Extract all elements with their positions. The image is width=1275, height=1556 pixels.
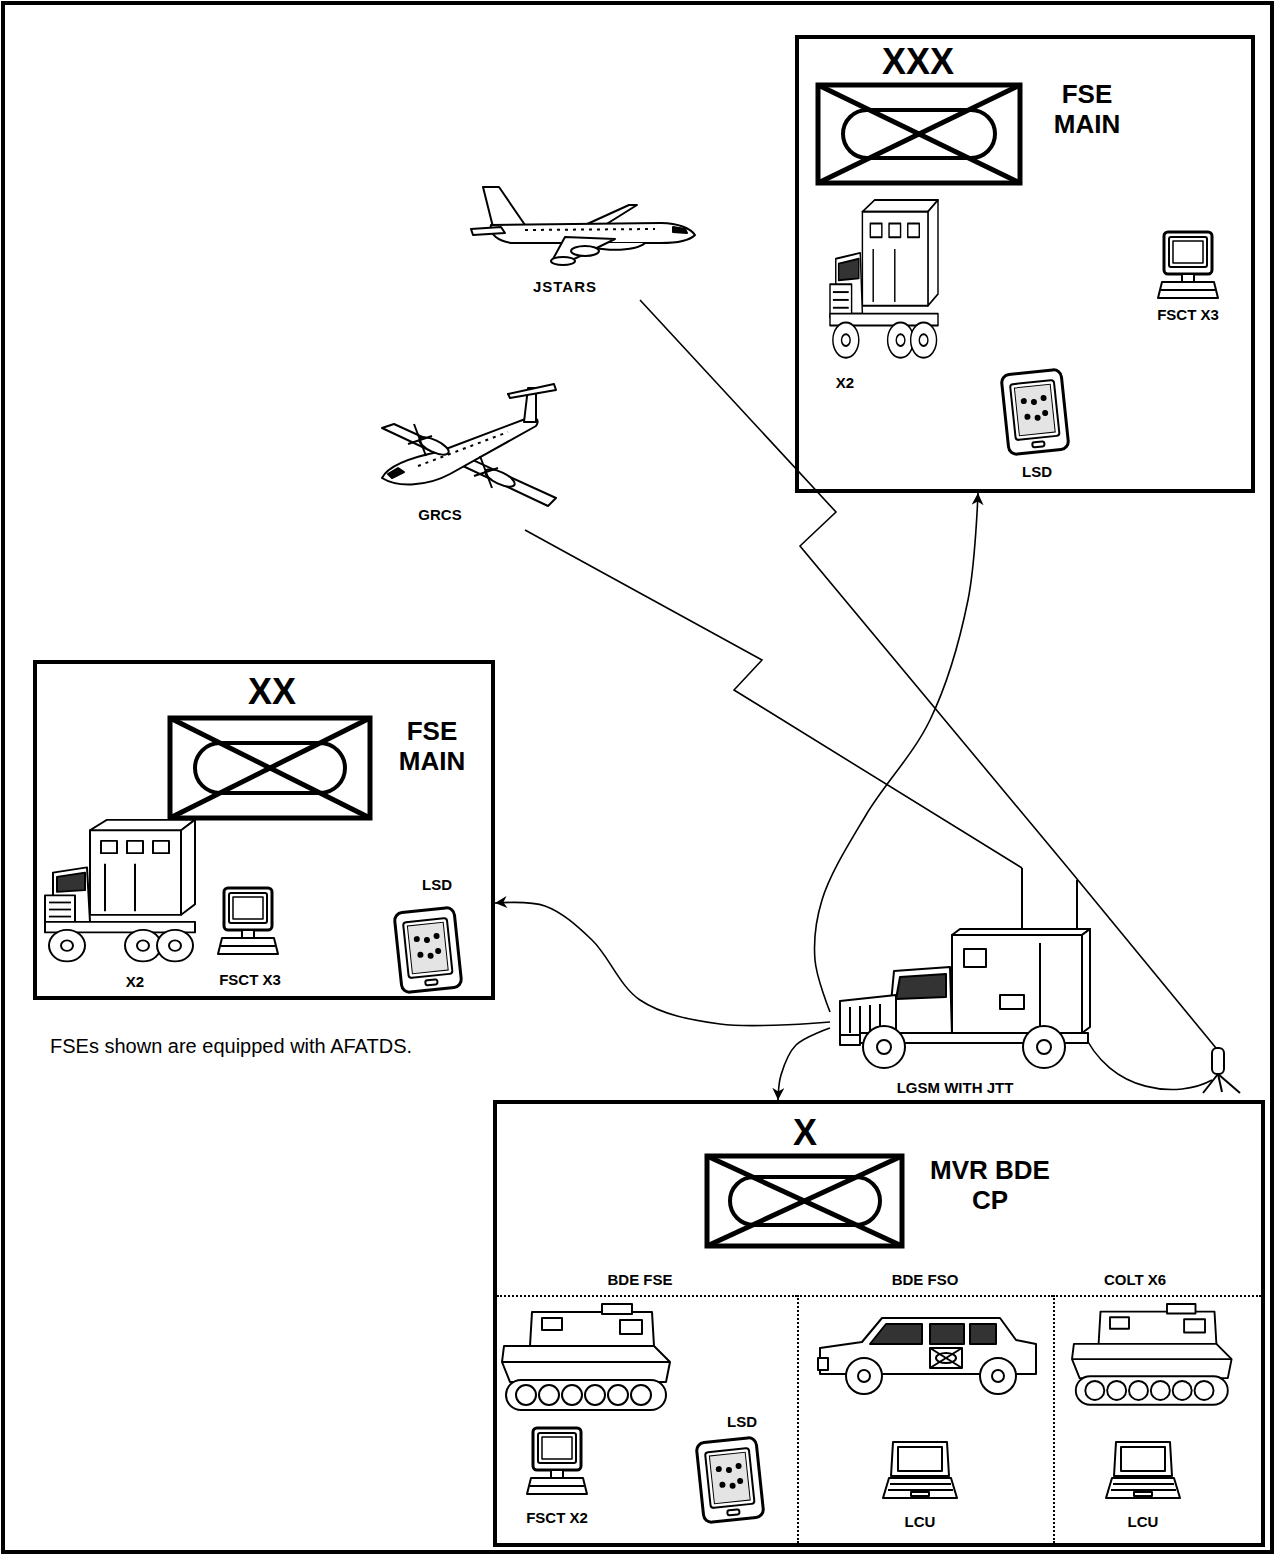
link-line [525,530,1022,868]
terminal-icon [1158,232,1218,298]
equipment-label: LSD [727,1413,757,1430]
unit-symbol [170,718,370,818]
equipment-label: FSCT X2 [526,1509,588,1526]
display-icon [696,1437,764,1523]
aircraft: GRCS [375,378,560,530]
unit-symbol [707,1156,902,1246]
aircraft-icon [382,384,556,506]
station-label: LGSM WITH JTT [897,1079,1014,1096]
unit-symbol [818,85,1020,183]
section-panel: BDE FSEFSCT X2LSD [497,1295,797,1543]
section-panel: BDE FSOLCU [797,1295,1053,1543]
text-slot: GRCS [418,506,461,523]
terminal-icon [218,888,278,954]
element-title: MVR BDE CP [920,1156,1060,1216]
aircraft-icon [471,187,695,265]
text-slot: LCU [905,1513,936,1530]
display-icon [1001,369,1069,455]
text-slot: X2 [126,973,144,990]
element-title: FSE MAIN [382,717,482,777]
equipment-label: X2 [126,973,144,990]
equipment-label: FSCT X3 [1157,306,1219,323]
echelon-symbol: XXX [882,41,954,82]
text-slot: FSEs shown are equipped with AFATDS. [50,1035,412,1058]
equipment-label: LSD [1022,463,1052,480]
section-heading: BDE FSO [892,1271,959,1288]
text-slot: FSCT X3 [219,971,281,988]
text-slot: XX [248,671,296,712]
text-slot: FSE MAIN [382,717,482,777]
aircraft-label: JSTARS [533,278,597,295]
text-slot: XXX [882,41,954,82]
equipment-label: LCU [905,1513,936,1530]
frame-border [3,3,1272,1552]
ground-station: LGSM WITH JTT [830,868,1255,1096]
truck-icon [45,820,195,962]
text-slot: FSCT X2 [526,1509,588,1526]
equipment-label: LSD [422,876,452,893]
text-slot: BDE FSE [607,1271,672,1288]
section-heading: BDE FSE [607,1271,672,1288]
text-slot: MVR BDE CP [920,1156,1060,1216]
note-text: FSEs shown are equipped with AFATDS. [50,1035,412,1058]
text-slot: X [793,1112,817,1153]
text-slot: LGSM WITH JTT [897,1079,1014,1096]
link-line [640,300,1068,868]
link-line [815,493,978,1012]
terminal-icon [527,1428,587,1494]
text-slot: COLT X6 [1104,1271,1166,1288]
echelon-symbol: X [793,1112,817,1153]
text-slot: LSD [1022,463,1052,480]
truck-icon [830,200,938,358]
echelon-symbol: XX [248,671,296,712]
section-heading: COLT X6 [1104,1271,1166,1288]
laptop-icon [1106,1442,1180,1498]
text-slot: LCU [1128,1513,1159,1530]
display-icon [394,907,462,993]
text-slot: FSE MAIN [1037,80,1137,140]
aircraft: JSTARS [460,180,700,300]
section-panel: COLT X6LCU [1053,1295,1261,1543]
equipment-label: X2 [836,374,854,391]
vehicle-icon [840,929,1090,1068]
link-line [495,902,830,1025]
tracked-vehicle-icon [502,1304,670,1410]
text-slot: BDE FSO [892,1271,959,1288]
text-slot: FSCT X3 [1157,306,1219,323]
brigade-cp-box: XMVR BDE CPBDE FSEFSCT X2LSDBDE FSOLCUCO… [493,1100,1265,1547]
fse-box: XX FSE MAIN X2 FSCT X3 LSD [33,660,495,1000]
equipment-label: FSCT X3 [219,971,281,988]
vehicle-icon [818,1318,1036,1394]
text-slot: LSD [727,1413,757,1430]
tracked-vehicle-icon [1072,1304,1232,1405]
text-slot: JSTARS [533,278,597,295]
link-line [778,1028,830,1100]
laptop-icon [883,1442,957,1498]
text-slot: LSD [422,876,452,893]
element-title: FSE MAIN [1037,80,1137,140]
tripod-antenna [1203,1048,1240,1093]
text-slot: X2 [836,374,854,391]
aircraft-label: GRCS [418,506,461,523]
fse-box: XXX FSE MAIN X2 FSCT X3 LSD [795,35,1255,493]
equipment-label: LCU [1128,1513,1159,1530]
